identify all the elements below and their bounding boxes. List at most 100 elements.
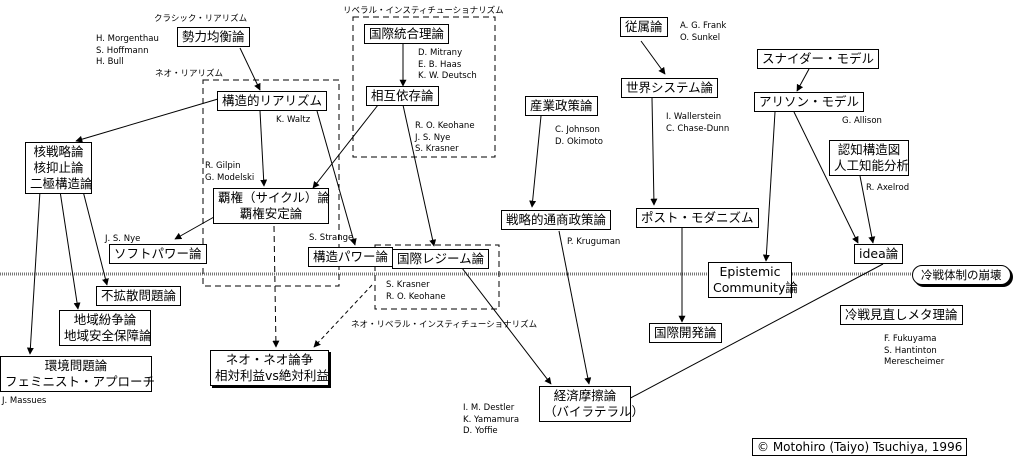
node-line: 二極構造論: [30, 176, 93, 191]
node-line: Community論: [713, 280, 798, 295]
link-nuclear-environment: [26, 190, 41, 355]
node-line: idea論: [859, 246, 899, 261]
scholar-name: K. Yamamura: [463, 414, 520, 425]
node-strategic-trade: 戦略的通商政策論: [501, 210, 612, 230]
node-epistemic-community: Epistemic Community論: [708, 262, 798, 298]
link-idea-econfriction: [622, 263, 884, 403]
scholars-dependency: A. G. Frank O. Sunkel: [680, 21, 726, 44]
link-balance-structural: [239, 47, 261, 91]
node-line: 国際統合理論: [369, 26, 445, 41]
node-nuclear-strategy: 核戦略論 核抑止論 二極構造論: [25, 142, 93, 194]
node-interdependence: 相互依存論: [366, 86, 439, 106]
scholar-name: I. Wallerstein: [666, 112, 722, 122]
node-line: ポスト・モダニズム: [641, 210, 754, 225]
node-soft-power: ソフトパワー論: [109, 244, 207, 264]
node-integration: 国際統合理論: [364, 24, 450, 44]
link-hegemony-softpower: [174, 216, 215, 240]
node-hegemony: 覇権（サイクル）論 覇権安定論: [213, 188, 330, 224]
node-cognitive-map: 認知構造図 人工知能分析: [829, 140, 909, 176]
scholar-name: S. Hoffmann: [96, 45, 149, 56]
node-line: ソフトパワー論: [114, 246, 202, 261]
node-line: 相互依存論: [371, 88, 434, 103]
scholar-name: R. Axelrod: [866, 183, 910, 193]
scholars-hegemony: R. Gilpin G. Modelski: [205, 161, 254, 184]
node-snyder-model: スナイダー・モデル: [757, 49, 880, 69]
node-line: 核戦略論: [33, 144, 84, 159]
link-allison-epistemic: [762, 111, 776, 262]
node-line: 国際レジーム論: [397, 251, 485, 266]
scholar-name: J. S. Nye: [415, 132, 451, 143]
copyright-notice: © Motohiro (Taiyo) Tsuchiya, 1996: [752, 438, 968, 456]
scholar-name: Merescheimer: [884, 357, 945, 367]
node-world-system: 世界システム論: [621, 78, 719, 98]
node-line: 地域安全保障論: [64, 328, 152, 343]
link-allison-idea: [793, 111, 859, 244]
node-line: 産業政策論: [530, 98, 593, 113]
node-line: 戦略的通商政策論: [506, 212, 607, 227]
scholar-name: F. Fukuyama: [884, 334, 937, 344]
node-line: スナイダー・モデル: [762, 51, 875, 66]
scholar-name: S. Krasner: [415, 144, 459, 154]
scholars-classic-realism: H. Morgenthau S. Hoffmann H. Bull: [96, 34, 159, 69]
liberal-institutionalism-region: [352, 16, 496, 158]
link-structural-hegemony: [259, 110, 268, 187]
school-label-liberal-institutionalism: リベラル・インスティチューショナリズム: [343, 6, 504, 16]
node-line: 覇権（サイクル）論: [218, 190, 330, 205]
node-intl-development: 国際開発論: [649, 323, 722, 343]
scholars-cognitive: R. Axelrod: [866, 183, 909, 195]
link-dependency-worldsystem: [640, 40, 666, 75]
node-econ-friction: 経済摩擦論 （バイラテラル）: [539, 386, 645, 422]
scholars-cold-war-meta: F. Fukuyama S. Hantinton Merescheimer: [884, 334, 944, 369]
link-worldsystem-postmodern: [650, 97, 658, 206]
scholars-structural-realism: K. Waltz: [276, 115, 310, 127]
scholar-name: S. Hantinton: [884, 345, 937, 356]
scholar-name: C. Johnson: [555, 125, 600, 135]
link-structural-nuclear: [75, 98, 219, 143]
scholar-name: J. Massues: [2, 396, 47, 406]
scholar-name: C. Chase-Dunn: [666, 123, 730, 134]
node-line: 構造パワー論: [313, 249, 389, 264]
link-cognitive-idea: [859, 175, 876, 244]
node-line: 構造的リアリズム: [222, 93, 323, 108]
scholar-name: D. Okimoto: [555, 136, 603, 147]
scholar-name: G. Modelski: [205, 172, 255, 183]
scholar-name: K. Waltz: [276, 115, 311, 125]
scholar-name: O. Sunkel: [680, 32, 721, 43]
node-intl-regime: 国際レジーム論: [392, 249, 490, 269]
link-hegemony-neoneo: [272, 225, 280, 348]
scholar-name: G. Allison: [842, 116, 882, 126]
node-line: Epistemic: [719, 264, 781, 279]
scholar-name: E. B. Haas: [418, 59, 462, 70]
scholar-name: S. Strange: [309, 233, 354, 243]
cold-war-collapse-label: 冷戦体制の崩壊: [912, 265, 1011, 285]
node-line: 従属論: [625, 19, 663, 34]
scholars-environment: J. Massues: [2, 396, 46, 408]
scholars-world-system: I. Wallerstein C. Chase-Dunn: [666, 112, 729, 135]
node-line: 核抑止論: [33, 160, 84, 175]
neo-liberal-institutionalism-region: [374, 244, 500, 310]
scholar-name: H. Morgenthau: [96, 34, 159, 44]
school-label-neo-realism: ネオ・リアリズム: [155, 69, 224, 79]
scholars-strategic-trade: P. Kruguman: [567, 237, 620, 249]
link-snyder-allison: [796, 68, 810, 92]
node-line: 不拡散問題論: [101, 288, 177, 303]
node-industrial-policy: 産業政策論: [525, 96, 598, 116]
node-line: 相対利益vs絶対利益: [215, 368, 329, 383]
scholar-name: R. O. Keohane: [415, 121, 475, 131]
link-nuclear-nonprolif: [82, 190, 109, 286]
scholar-name: R. Gilpin: [205, 161, 241, 171]
school-label-neo-liberal-institutionalism: ネオ・リベラル・インスティチューショナリズム: [351, 320, 538, 330]
node-regional-conflict: 地域紛争論 地域安全保障論: [59, 310, 152, 346]
scholars-soft-power: J. S. Nye: [105, 234, 140, 246]
scholar-name: R. O. Keohane: [386, 291, 446, 302]
node-line: （バイラテラル）: [544, 404, 645, 419]
node-line: 冷戦見直しメタ理論: [845, 307, 958, 322]
node-line: 国際開発論: [654, 325, 717, 340]
link-regime-econfriction: [461, 267, 552, 385]
school-label-classic-realism: クラシック・リアリズム: [154, 14, 248, 24]
scholars-econ-friction: I. M. Destler K. Yamamura D. Yoffie: [463, 403, 519, 438]
scholar-name: P. Kruguman: [567, 237, 621, 247]
node-line: アリソン・モデル: [759, 94, 860, 109]
node-line: 経済摩擦論: [553, 388, 617, 403]
scholars-allison: G. Allison: [842, 116, 882, 128]
